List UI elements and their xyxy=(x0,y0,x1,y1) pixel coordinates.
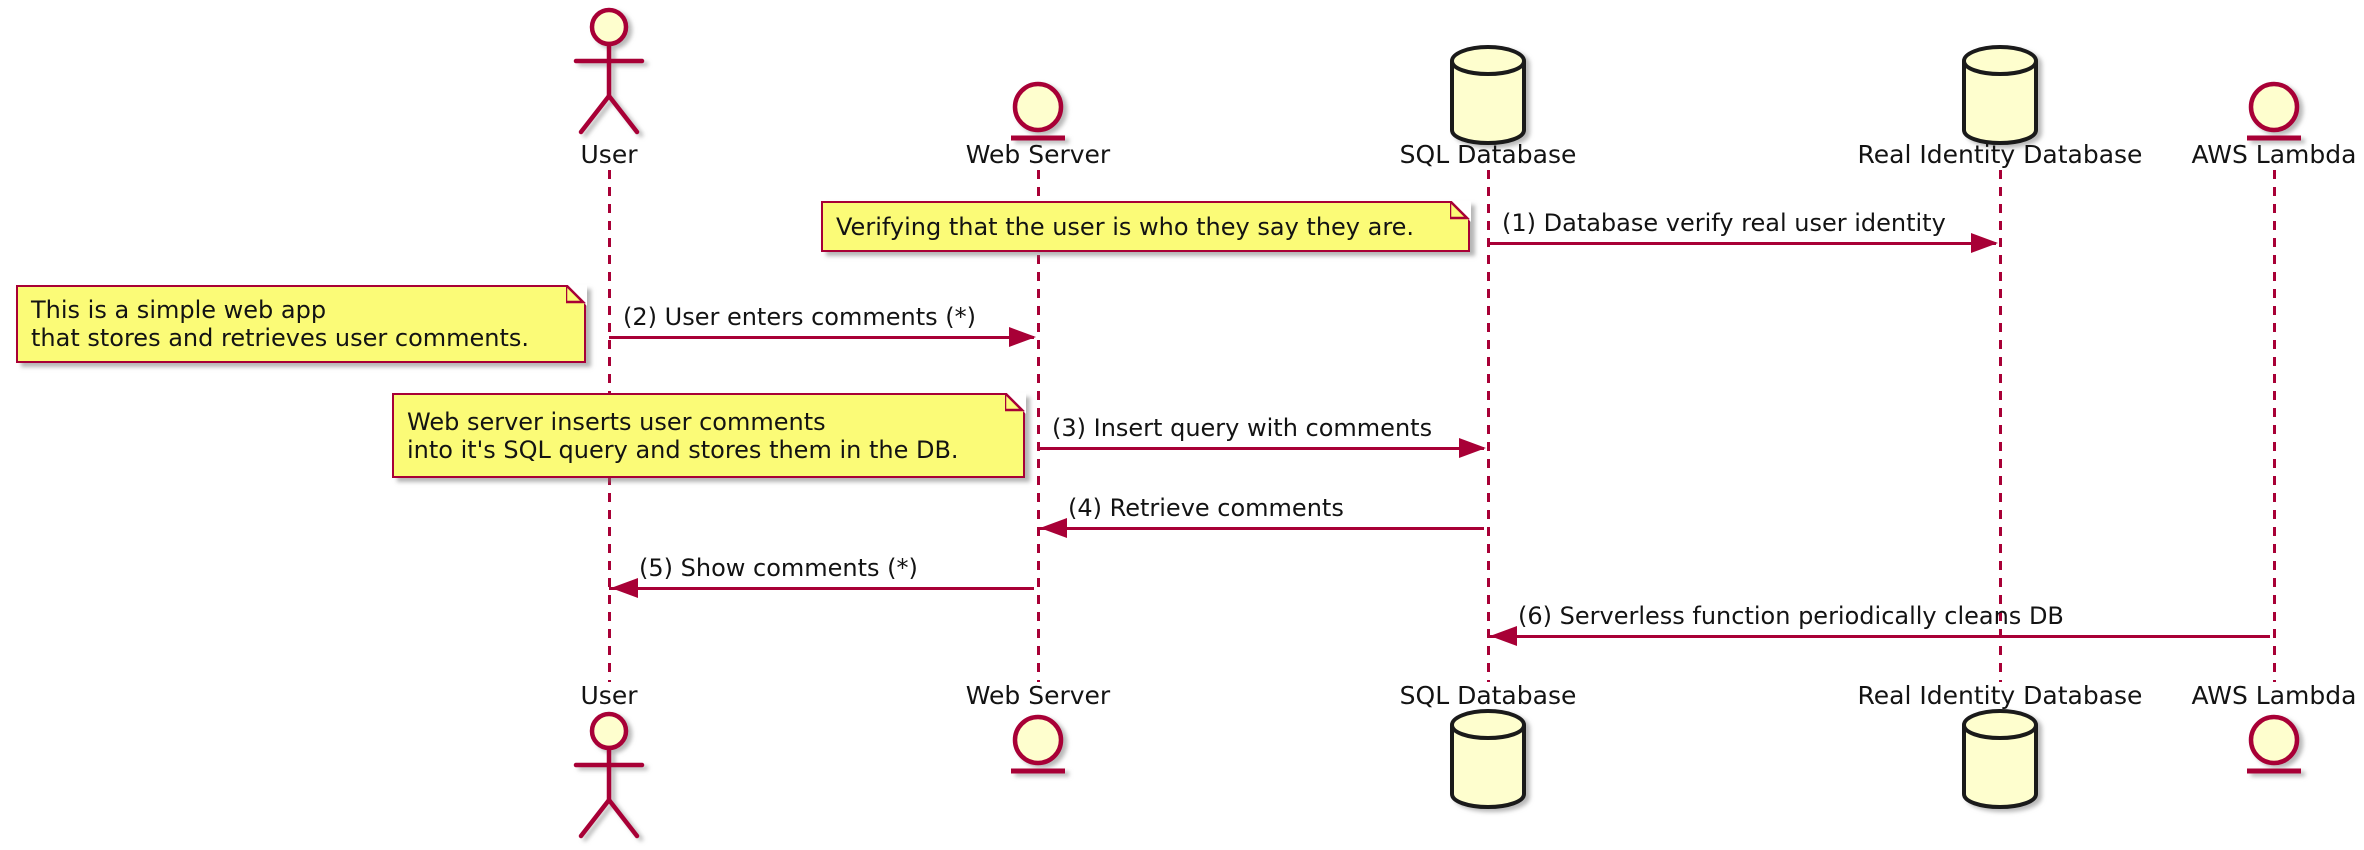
participant-label-realid-bottom: Real Identity Database xyxy=(1857,681,2143,710)
participant-label-lambda-top: AWS Lambda xyxy=(2191,140,2357,169)
actor-icon xyxy=(549,708,669,846)
entity-icon xyxy=(1005,713,1071,781)
participant-label-lambda-bottom: AWS Lambda xyxy=(2191,681,2357,710)
lifeline-lambda xyxy=(2272,170,2276,682)
lifeline-realid xyxy=(1998,170,2002,682)
message-line-6 xyxy=(1488,634,2270,638)
message-label-4: (4) Retrieve comments xyxy=(1068,494,1344,522)
note-fold-icon xyxy=(1003,389,1026,418)
database-icon xyxy=(1448,44,1528,150)
note-text-line: that stores and retrieves user comments. xyxy=(31,324,530,352)
participant-label-user-top: User xyxy=(580,140,638,169)
actor-icon xyxy=(549,4,669,142)
participant-label-realid-top: Real Identity Database xyxy=(1857,140,2143,169)
message-line-3 xyxy=(1038,446,1484,450)
message-line-4 xyxy=(1038,526,1484,530)
lifeline-webserver xyxy=(1036,170,1040,682)
message-arrowhead-4 xyxy=(1040,518,1067,538)
participant-label-webserver-bottom: Web Server xyxy=(965,681,1111,710)
note-text-line: into it's SQL query and stores them in t… xyxy=(407,435,959,464)
message-line-1 xyxy=(1488,241,1996,245)
database-icon xyxy=(1448,708,1528,814)
message-arrowhead-6 xyxy=(1490,626,1517,646)
note-text-line: Web server inserts user comments xyxy=(407,407,826,436)
message-arrowhead-1 xyxy=(1971,233,1998,253)
note-text-line: Verifying that the user is who they say … xyxy=(836,212,1415,241)
message-label-2: (2) User enters comments (*) xyxy=(623,303,976,331)
lifeline-sqldb xyxy=(1486,170,1490,682)
note-fold-icon xyxy=(1448,197,1471,226)
participant-label-webserver-top: Web Server xyxy=(965,140,1111,169)
participant-label-user-bottom: User xyxy=(580,681,638,710)
message-arrowhead-2 xyxy=(1009,327,1036,347)
note-fold-icon xyxy=(564,281,587,310)
message-arrowhead-5 xyxy=(611,578,638,598)
entity-icon xyxy=(2241,713,2307,781)
message-label-6: (6) Serverless function periodically cle… xyxy=(1518,602,2064,630)
participant-label-sqldb-bottom: SQL Database xyxy=(1399,681,1577,710)
note-1: Verifying that the user is who they say … xyxy=(821,197,1471,252)
message-label-5: (5) Show comments (*) xyxy=(639,554,918,582)
entity-icon xyxy=(2241,80,2307,148)
note-text-line: This is a simple web app xyxy=(31,296,327,324)
message-arrowhead-3 xyxy=(1459,438,1486,458)
entity-icon xyxy=(1005,80,1071,148)
message-label-3: (3) Insert query with comments xyxy=(1052,414,1433,442)
message-line-2 xyxy=(609,335,1034,339)
participant-label-sqldb-top: SQL Database xyxy=(1399,140,1577,169)
message-label-1: (1) Database verify real user identity xyxy=(1502,209,1946,237)
database-icon xyxy=(1960,44,2040,150)
database-icon xyxy=(1960,708,2040,814)
message-line-5 xyxy=(609,586,1034,590)
